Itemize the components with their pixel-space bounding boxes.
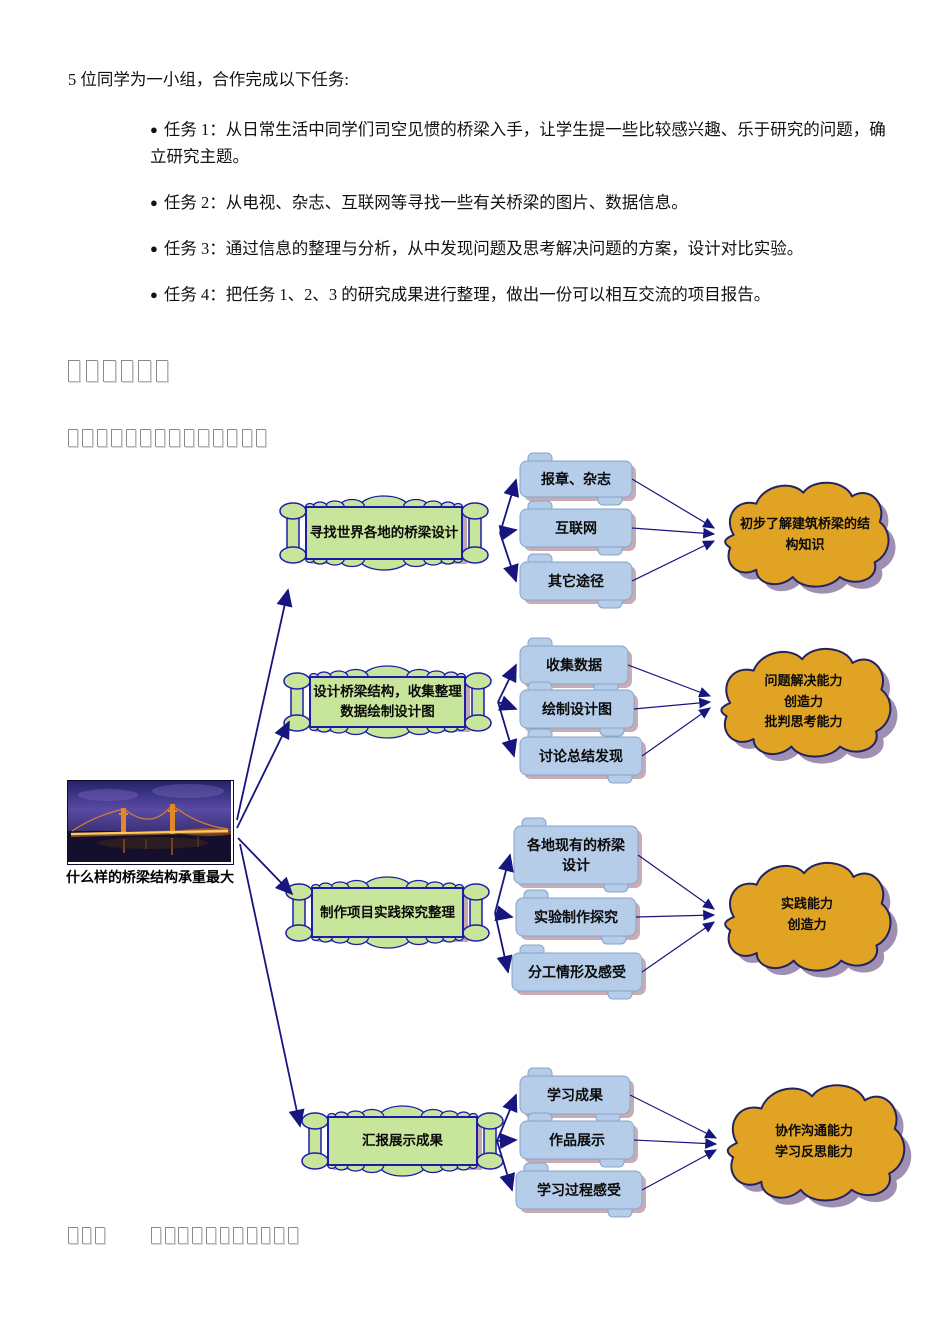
- source-node-label: 绘制设计图: [542, 700, 612, 717]
- connector-arrow: [629, 1094, 718, 1139]
- footer-right-missing-glyphs: [151, 1227, 302, 1246]
- scroll-handle-end: [464, 714, 492, 732]
- source-node-label: 互联网: [555, 519, 597, 536]
- source-node-label: 学习过程感受: [537, 1181, 621, 1198]
- bullet-icon: ●: [150, 195, 158, 210]
- connector-arrow: [641, 1149, 718, 1191]
- connector-arrow: [498, 525, 518, 541]
- source-node-label: 收集数据: [546, 656, 602, 673]
- connector-arrow: [236, 588, 293, 821]
- stage-node-label-4: 汇报展示成果: [362, 1133, 443, 1149]
- stage-node-label-2: 设计桥梁结构，收集整理 数据绘制设计图: [313, 684, 462, 719]
- connector-arrow: [633, 1138, 718, 1149]
- connector-arrow: [641, 921, 715, 973]
- connector-arrow: [631, 478, 716, 529]
- scroll-handle-end: [301, 1152, 329, 1170]
- task-text: 任务 4：把任务 1、2、3 的研究成果进行整理，做出一份可以相互交流的项目报告…: [163, 285, 771, 304]
- scroll-handle-end: [462, 924, 490, 942]
- scroll-handle-end: [461, 502, 489, 520]
- task-text: 任务 3：通过信息的整理与分析，从中发现问题及思考解决问题的方案，设计对比实验。: [163, 239, 804, 258]
- bullet-icon: ●: [150, 241, 158, 256]
- task-item: ● 任务 2：从电视、杂志、互联网等寻找一些有关桥梁的图片、数据信息。: [150, 189, 888, 216]
- connector-arrow: [641, 707, 711, 757]
- outcome-cloud-label-3: 实践能力 创造力: [780, 896, 833, 932]
- source-node-label: 其它途径: [548, 572, 604, 589]
- source-node-label: 分工情形及感受: [528, 963, 626, 980]
- connector-arrow: [497, 663, 517, 703]
- intro-paragraph: 5 位同学为一小组，合作完成以下任务:: [68, 70, 349, 89]
- outcome-cloud-shape: [726, 1084, 906, 1202]
- connector-arrow: [631, 527, 716, 539]
- outcome-cloud-label-2: 问题解决能力 创造力 批判思考能力: [764, 672, 843, 730]
- connector-arrow: [496, 1132, 518, 1149]
- connector-arrow: [497, 695, 518, 711]
- scroll-handle-end: [279, 546, 307, 564]
- outcome-cloud-label-1: 初步了解建筑桥梁的结 构知识: [739, 516, 870, 552]
- outcome-cloud-shape: [720, 647, 892, 758]
- diagram-intro-missing-glyphs: [68, 429, 271, 450]
- scroll-handle-end: [476, 1152, 504, 1170]
- outcome-cloud-shape: [724, 861, 892, 972]
- connector-arrow: [494, 912, 513, 974]
- scroll-handle-end: [283, 672, 311, 690]
- source-node-label: 作品展示: [549, 1131, 605, 1148]
- task-item: ● 任务 4：把任务 1、2、3 的研究成果进行整理，做出一份可以相互交流的项目报…: [150, 281, 888, 308]
- connector-arrow: [494, 905, 514, 922]
- task-item: ● 任务 3：通过信息的整理与分析，从中发现问题及思考解决问题的方案，设计对比实验…: [150, 235, 888, 262]
- connector-arrow: [499, 478, 520, 534]
- scroll-handle-end: [462, 883, 490, 901]
- task-text: 任务 2：从电视、杂志、互联网等寻找一些有关桥梁的图片、数据信息。: [163, 193, 688, 212]
- scroll-handle-end: [301, 1112, 329, 1130]
- stage-node-label-3: 制作项目实践探究整理: [320, 904, 455, 920]
- task-text: 任务 1：从日常生活中同学们司空见惯的桥梁入手，让学生提一些比较感兴趣、乐于研究…: [150, 120, 886, 166]
- task-item: ●任务 1：从日常生活中同学们司空见惯的桥梁入手，让学生提一些比较感兴趣、乐于研…: [150, 116, 888, 170]
- source-node-label: 各地现有的桥梁 设计: [527, 836, 625, 873]
- source-node-label: 报章、杂志: [541, 470, 611, 487]
- connector-arrow: [494, 853, 514, 914]
- bridge-question-caption: 什么样的桥梁结构承重最大: [66, 869, 234, 885]
- connector-arrow: [237, 837, 294, 896]
- connector-arrow: [633, 697, 712, 710]
- source-node-label: 实验制作探究: [534, 908, 618, 925]
- stage-scroll-body: [327, 1116, 478, 1166]
- scroll-handle-end: [285, 924, 313, 942]
- connector-arrow: [499, 532, 519, 583]
- task-list: ●任务 1：从日常生活中同学们司空见惯的桥梁入手，让学生提一些比较感兴趣、乐于研…: [150, 116, 888, 327]
- connector-arrow: [497, 701, 518, 758]
- connector-arrow: [496, 1140, 516, 1192]
- connector-arrow: [239, 843, 305, 1128]
- bullet-icon: ●: [150, 122, 158, 137]
- scroll-handle-end: [464, 672, 492, 690]
- connector-arrow: [637, 854, 715, 910]
- outcome-cloud-label-4: 协作沟通能力 学习反思能力: [774, 1123, 853, 1159]
- connector-arrow: [627, 664, 712, 698]
- connector-arrow: [631, 540, 716, 582]
- bridge-photo: [67, 780, 236, 865]
- stage-scroll-body: [311, 887, 464, 938]
- outcome-cloud-shape: [724, 481, 890, 588]
- footer-left-missing-glyphs: [68, 1227, 109, 1246]
- mindmap-shapes-layer: [236, 452, 912, 1218]
- connector-arrow: [236, 720, 290, 829]
- scroll-handle-end: [461, 546, 489, 564]
- source-node-label: 讨论总结发现: [539, 747, 623, 764]
- scroll-handle-end: [279, 502, 307, 520]
- stage-scroll-body: [305, 506, 463, 560]
- project-mindmap-diagram: 什么样的桥梁结构承重最大 寻找世界各地的桥梁设计 设计桥梁结构，收集整理 数据绘…: [0, 450, 950, 1230]
- stage-scroll-body: [309, 676, 466, 728]
- bridge-photo-art: [68, 781, 236, 862]
- bullet-icon: ●: [150, 287, 158, 302]
- footer-missing-glyphs: [68, 1227, 302, 1247]
- stage-node-label-1: 寻找世界各地的桥梁设计: [309, 525, 459, 541]
- section-heading-missing-glyphs: [68, 360, 173, 386]
- connector-arrow: [635, 909, 716, 921]
- source-node-label: 学习成果: [547, 1086, 603, 1103]
- scroll-handle-end: [476, 1112, 504, 1130]
